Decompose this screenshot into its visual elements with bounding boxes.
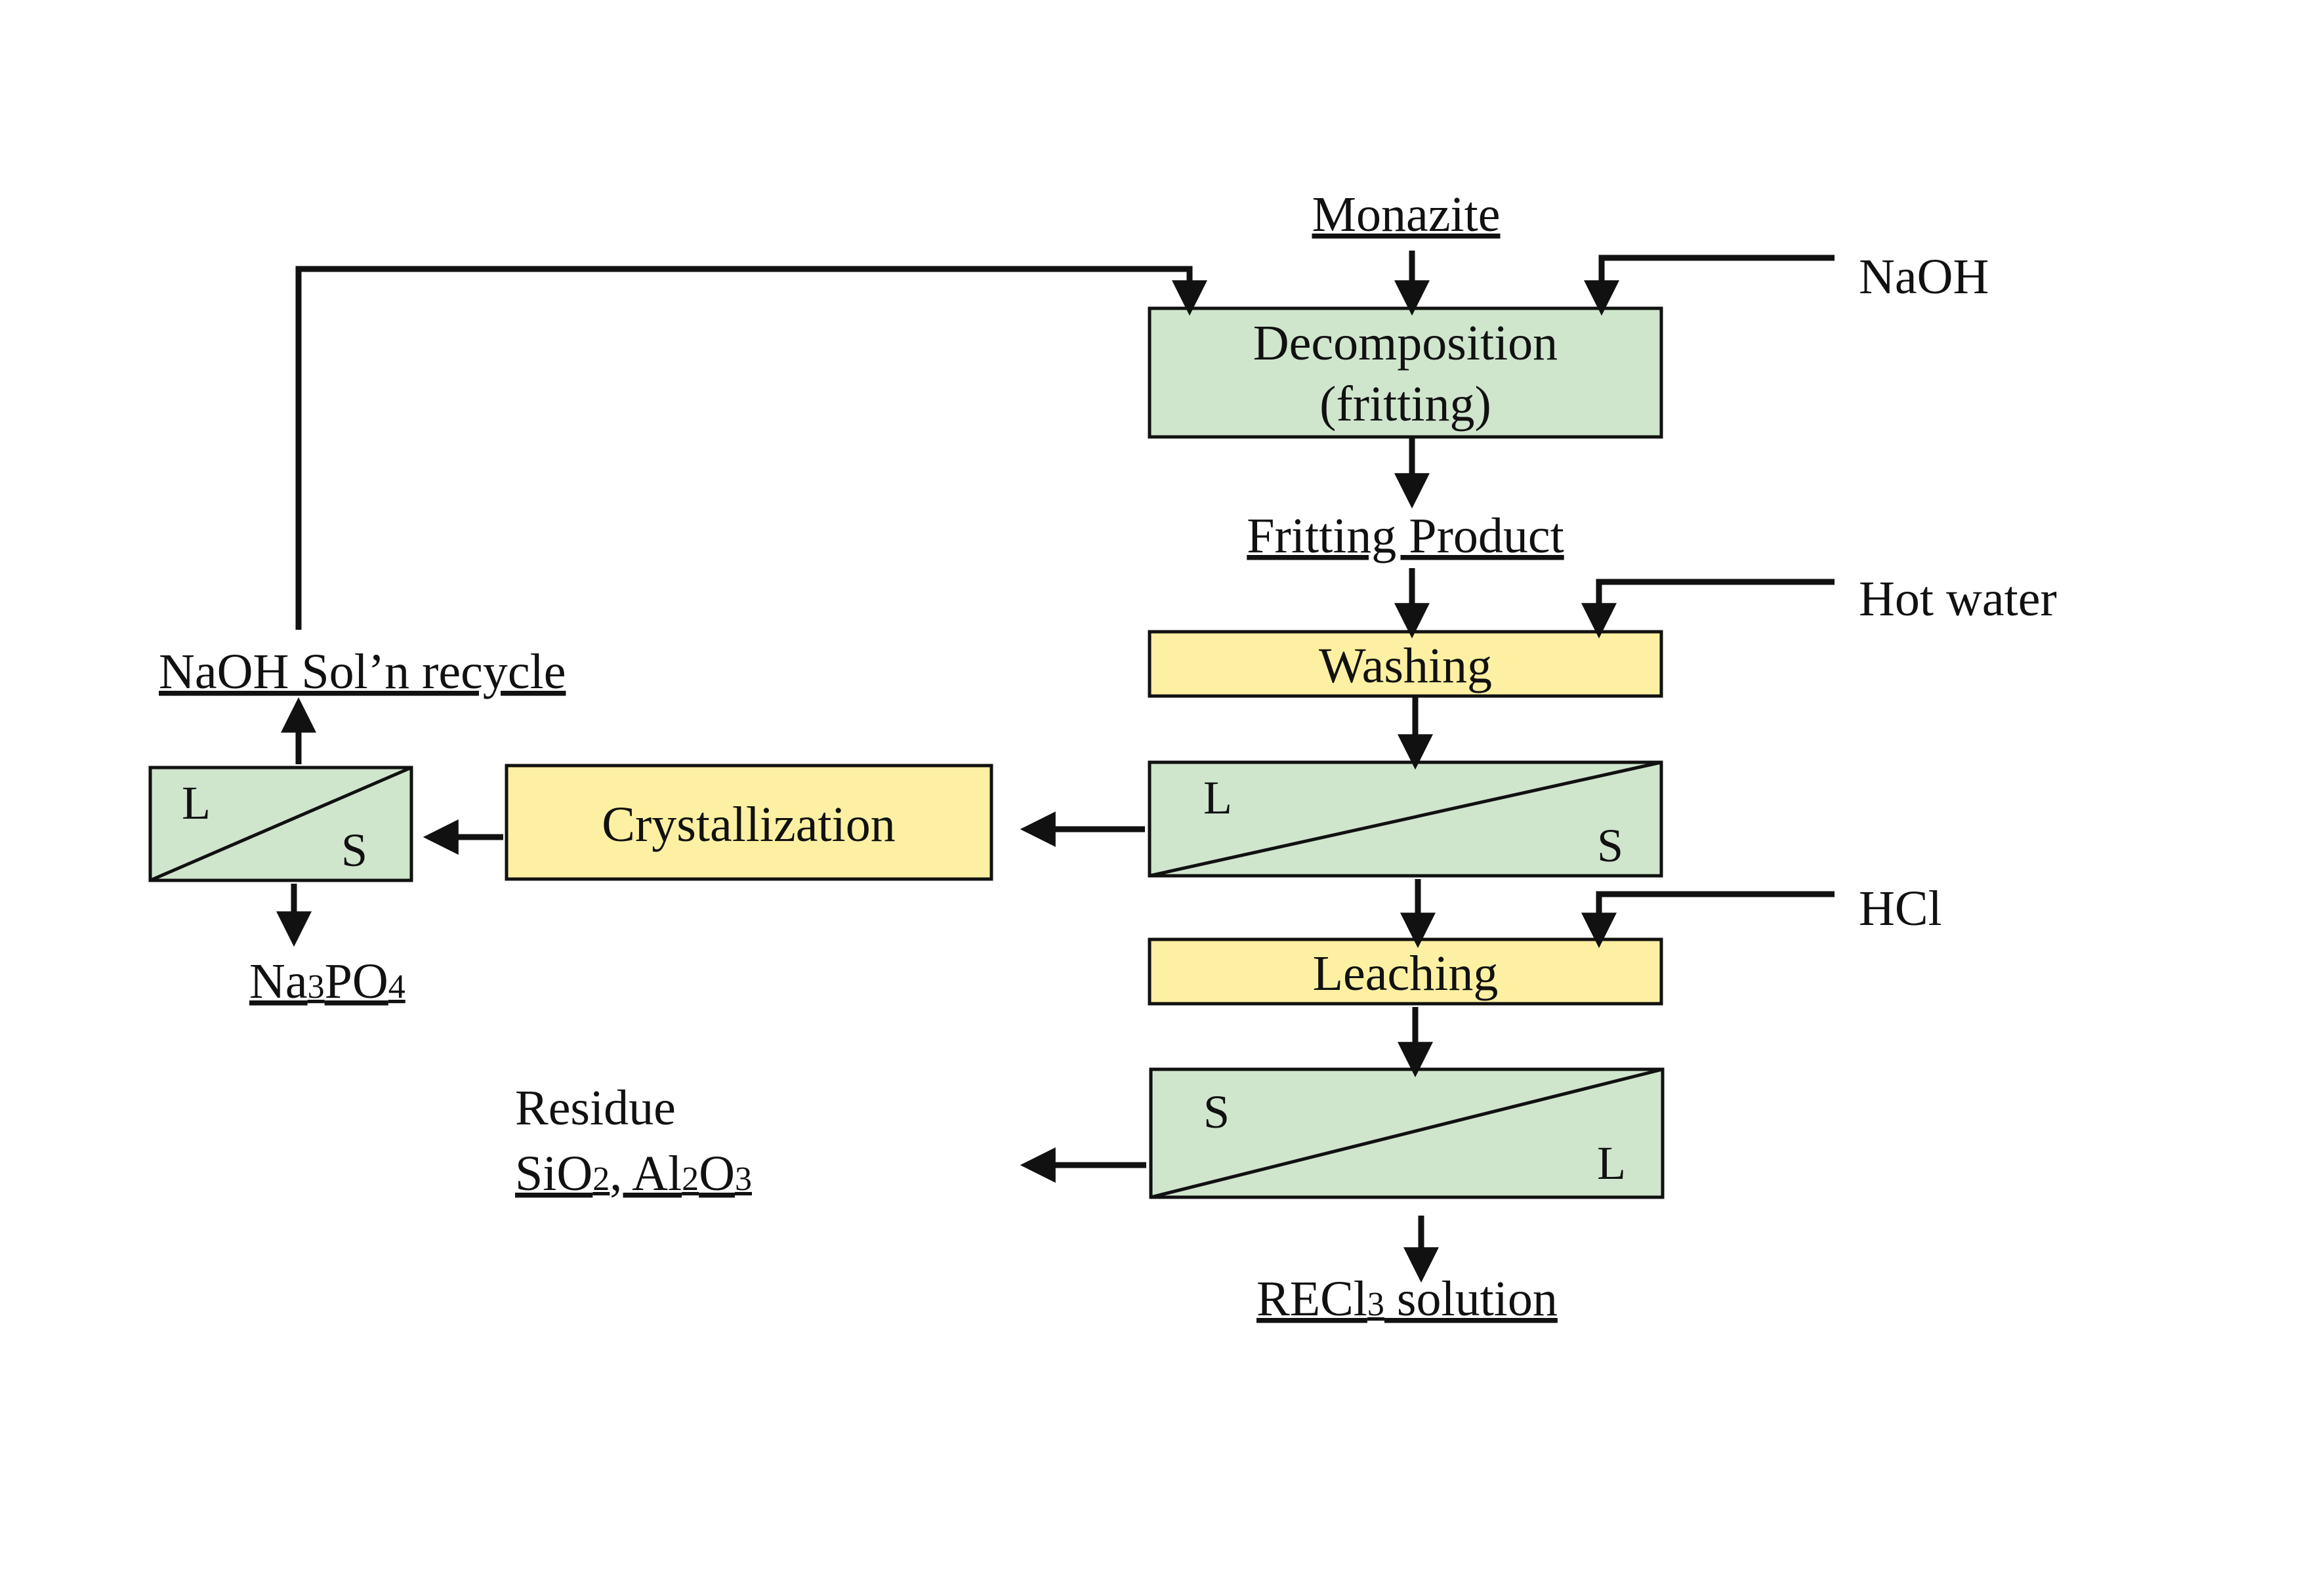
cryst-sep-solid-label: S <box>341 824 367 876</box>
wash-sep-liquid-label: L <box>1203 771 1232 824</box>
washing-label: Washing <box>1319 638 1492 693</box>
arrow-hcl-in <box>1581 891 1835 949</box>
leach-sep-liquid-label: L <box>1597 1137 1626 1189</box>
leaching-box <box>1148 937 1663 1006</box>
decomposition-box <box>1148 306 1663 439</box>
leaching-label: Leaching <box>1313 946 1499 1001</box>
naoh-recycle-label: NaOH Sol’n recycle <box>159 644 566 699</box>
fritting-sublabel: (fritting) <box>1319 377 1491 432</box>
wash-separator-diagonal <box>1149 760 1662 878</box>
arrow-hotwater-in <box>1581 579 1835 639</box>
naoh-label: NaOH <box>1859 249 1989 304</box>
cryst-separator-diagonal <box>150 766 412 882</box>
arrow-naoh-in <box>1584 255 1835 316</box>
washing-box <box>1148 630 1663 698</box>
monazite-label: Monazite <box>1312 187 1500 242</box>
leach-separator-diagonal <box>1150 1067 1663 1199</box>
arrow-recycle-line <box>295 266 1207 630</box>
decomposition-label: Decomposition <box>1253 316 1558 371</box>
fritting-product-label: Fritting Product <box>1247 508 1564 564</box>
recl3-solution-label: RECl3 solution <box>1256 1271 1558 1326</box>
hcl-label: HCl <box>1859 881 1942 936</box>
leach-sep-solid-label: S <box>1203 1086 1230 1138</box>
cryst-sep-liquid-label: L <box>182 777 211 829</box>
residue-composition-label: SiO2, Al2O3 <box>515 1146 752 1201</box>
wash-sep-solid-label: S <box>1597 819 1623 872</box>
na3po4-label: Na3PO4 <box>249 954 405 1009</box>
hot-water-label: Hot water <box>1859 571 2057 626</box>
crystallization-box <box>505 764 993 881</box>
crystallization-label: Crystallization <box>602 797 895 852</box>
residue-label: Residue <box>515 1080 676 1136</box>
